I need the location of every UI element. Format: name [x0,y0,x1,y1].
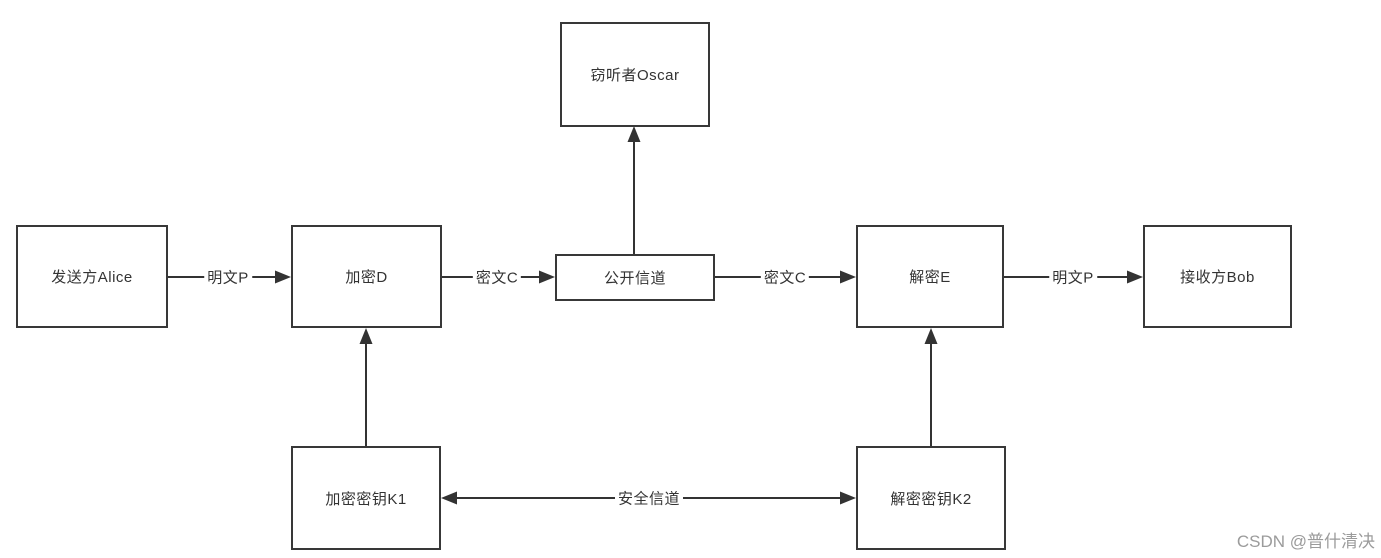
node-decrypt-key: 解密密钥K2 [856,446,1006,550]
node-sender: 发送方Alice [16,225,168,328]
node-sender-label: 发送方Alice [51,269,133,286]
edge-label-secure-channel: 安全信道 [614,487,684,509]
edge-secure-channel-arrowhead-right [840,491,856,505]
node-eavesdropper-label: 窃听者Oscar [590,67,680,84]
node-encrypt-key: 加密密钥K1 [291,446,441,550]
node-encrypt-key-label: 加密密钥K1 [325,490,407,508]
edge-key1-arrowhead-up [359,328,373,344]
edge-secure-channel-arrowhead-left [441,491,457,505]
node-public-channel-label: 公开信道 [603,270,666,287]
node-encrypt: 加密D [291,225,442,328]
edge-plaintext-1-arrowhead-right [275,270,291,284]
edge-key2-arrowhead-up [924,328,938,344]
node-receiver: 接收方Bob [1143,225,1292,328]
node-receiver-label: 接收方Bob [1180,269,1255,286]
node-decrypt-key-label: 解密密钥K2 [890,490,972,508]
edge-tap-arrowhead-up [627,126,641,142]
edge-label-plaintext-1: 明文P [204,266,252,288]
edge-label-plaintext-2: 明文P [1049,266,1097,288]
node-public-channel: 公开信道 [555,254,715,301]
node-decrypt: 解密E [856,225,1004,328]
node-eavesdropper: 窃听者Oscar [560,22,710,127]
edge-ciphertext-2-arrowhead-right [840,270,856,284]
watermark: CSDN @普什清决 [1236,532,1375,551]
edge-label-ciphertext-2: 密文C [760,266,810,288]
node-encrypt-label: 加密D [345,269,388,286]
edge-label-ciphertext-1: 密文C [472,266,522,288]
node-decrypt-label: 解密E [909,269,951,286]
edge-plaintext-2-arrowhead-right [1127,270,1143,284]
edge-ciphertext-1-arrowhead-right [539,270,555,284]
